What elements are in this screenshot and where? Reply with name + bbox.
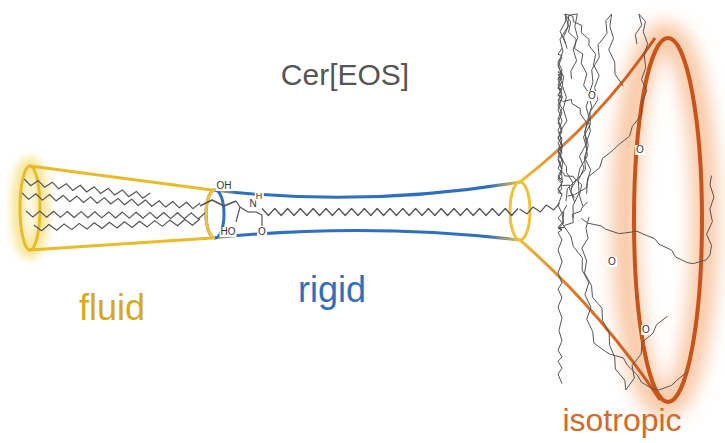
atom-label: H [255,192,264,201]
chain-stroke [256,212,262,226]
fluid-cone [20,166,212,250]
chain-stroke [558,14,578,183]
chain-stroke [262,209,518,216]
chain-stroke [560,14,599,194]
chain-stroke [248,211,256,212]
region-label: isotropic [562,404,681,436]
atom-label: OH [216,181,233,191]
chain-stroke [563,212,687,390]
rigid-tube [206,182,530,240]
region-label: fluid [79,290,145,326]
chain-stroke [558,205,567,383]
isotropic-glow [625,35,705,405]
chain-stroke [236,201,248,212]
chain-stroke [26,211,205,219]
molecule-title: Cer[EOS] [281,60,409,90]
chain-stroke [558,48,588,189]
isotropic-cone [520,38,702,402]
region-label: rigid [298,272,366,308]
atom-label: O [641,325,651,335]
chain-stroke [558,57,575,198]
chain-stroke [581,176,714,264]
atom-label: O [607,257,617,267]
chain-stroke [22,193,200,209]
chain-stroke [200,200,236,206]
hydrocarbon-chains [22,14,714,390]
atom-label: O [587,91,597,101]
fluid-glow [18,164,42,252]
atom-label: O [257,227,267,237]
atom-label: N [248,199,257,209]
chain-stroke [24,179,150,198]
atom-label: O [635,145,645,155]
chain-stroke [566,14,623,201]
chain-stroke [582,217,668,390]
chain-stroke [520,203,560,214]
chain-stroke [34,219,200,231]
chain-stroke [568,14,648,196]
chain-stroke [236,207,240,222]
atom-label: HO [220,227,237,237]
